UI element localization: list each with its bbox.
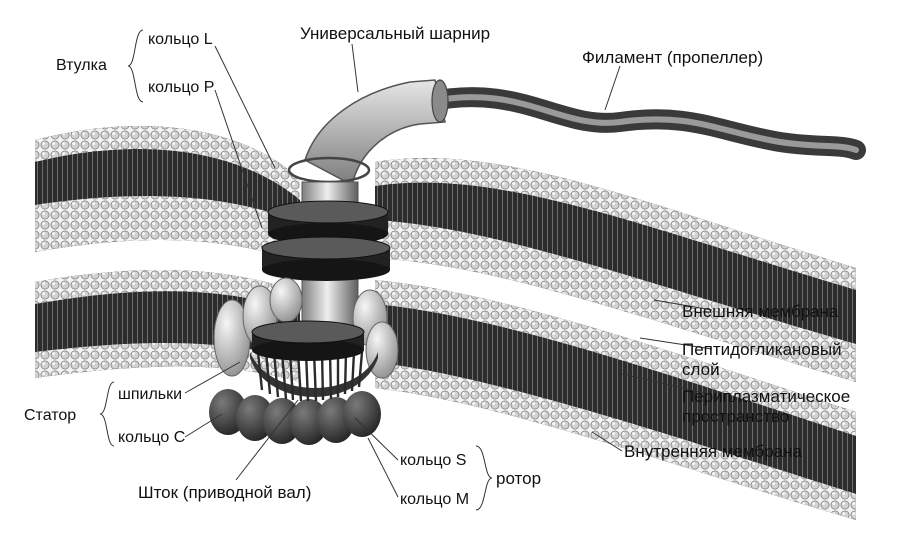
filament-label: Филамент (пропеллер) [582, 48, 764, 67]
ring-p-label: кольцо P [148, 79, 215, 96]
ring-c-label: кольцо C [118, 429, 186, 446]
s-ring-shape [251, 320, 365, 361]
ring-m-label: кольцо M [400, 491, 470, 508]
m-ring-shape [250, 351, 378, 402]
outer-membrane-label: Внешняя мембрана [682, 302, 839, 321]
periplasm-label-line2: пространство [682, 407, 790, 426]
ring-s-label: кольцо S [400, 452, 467, 469]
p-ring-shape [261, 236, 391, 281]
bushing-label: Втулка [56, 57, 107, 74]
leader-lines [99, 29, 713, 511]
inner-membrane-label: Внутренняя мембрана [624, 442, 802, 461]
studs-label: шпильки [118, 386, 183, 403]
peptidoglycan-label-line2: слой [682, 360, 720, 379]
peptidoglycan-label-line1: Пептидогликановый [682, 340, 842, 359]
ring-l-label: кольцо L [148, 31, 213, 48]
periplasm-label-line1: Периплазматическое [682, 387, 851, 406]
rod-label: Шток (приводной вал) [138, 483, 312, 502]
c-ring-shape [209, 389, 381, 445]
universal-joint-label: Универсальный шарнир [300, 24, 491, 43]
stator-label: Статор [24, 407, 77, 424]
rotor-label: ротор [496, 469, 542, 488]
